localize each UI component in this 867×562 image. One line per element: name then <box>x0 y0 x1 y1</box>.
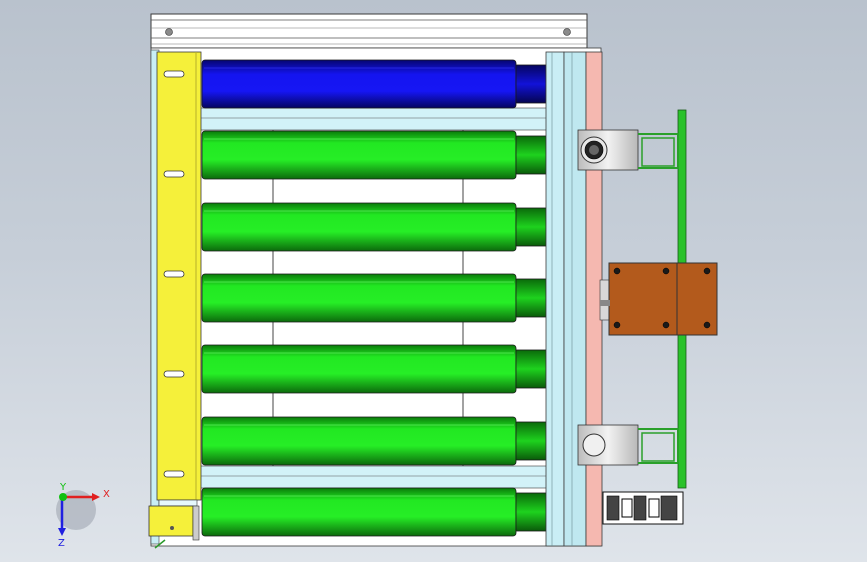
green-roller <box>201 130 547 180</box>
bolt-icon <box>662 267 670 275</box>
z-axis-label: Z <box>58 538 65 549</box>
slot-icon <box>163 470 185 478</box>
axis-triad[interactable]: X Y Z <box>56 482 110 549</box>
top-bearing-bracket <box>577 129 679 171</box>
bolt-icon <box>563 28 571 36</box>
green-roller <box>201 273 547 323</box>
z-axis-arrow-icon <box>58 528 66 536</box>
slot-icon <box>163 170 185 178</box>
bottom-bearing-bracket <box>577 424 679 466</box>
cross-member <box>199 107 549 131</box>
sensor-bracket <box>148 499 200 549</box>
yellow-guard-plate <box>156 51 202 501</box>
green-roller <box>201 416 547 466</box>
slot-icon <box>163 270 185 278</box>
y-axis-label: Y <box>59 482 67 493</box>
green-roller <box>201 344 547 394</box>
slot-icon <box>163 70 185 78</box>
green-roller <box>201 202 547 252</box>
y-axis-icon <box>59 493 67 501</box>
bolt-icon <box>165 28 173 36</box>
motor-mount-plate <box>599 262 718 336</box>
top-frame-beam <box>150 13 588 49</box>
slot-icon <box>163 370 185 378</box>
blue-roller <box>201 59 547 109</box>
right-side-rails <box>545 51 603 547</box>
bolt-icon <box>703 321 711 329</box>
x-axis-arrow-icon <box>92 493 100 501</box>
cross-member <box>199 465 549 489</box>
pink-side-plate <box>585 51 603 547</box>
x-axis-label: X <box>103 489 110 500</box>
bolt-icon <box>613 321 621 329</box>
bearing-icon <box>582 433 606 457</box>
bolt-icon <box>703 267 711 275</box>
bolt-icon <box>662 321 670 329</box>
bolt-icon <box>613 267 621 275</box>
roller-set <box>201 59 547 537</box>
green-roller <box>201 487 547 537</box>
cable-chain <box>602 491 684 525</box>
